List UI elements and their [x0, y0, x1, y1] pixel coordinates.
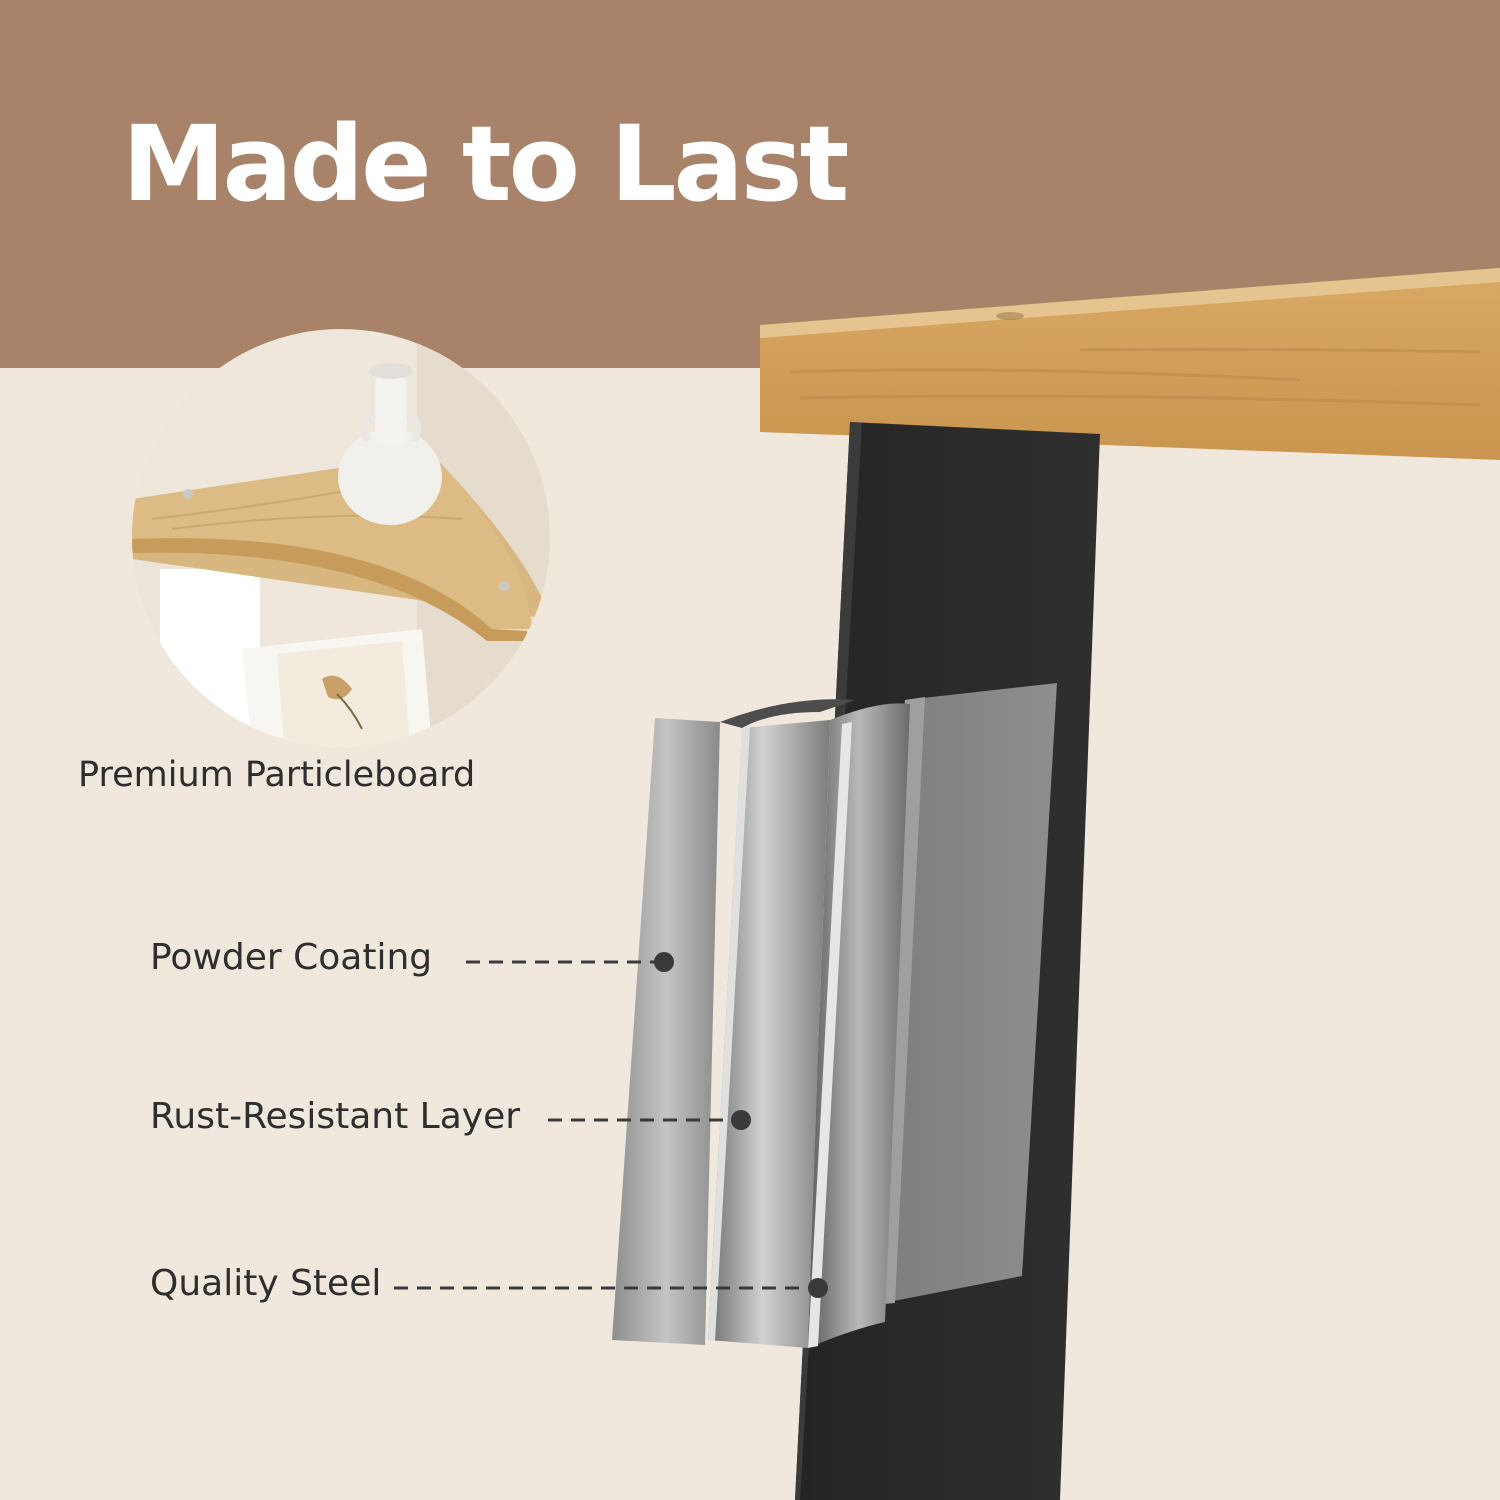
inset-photo-shelf — [132, 329, 550, 747]
steel-layers-cutaway — [612, 683, 1057, 1348]
callout-dot-rust-resistant-layer — [731, 1110, 751, 1130]
inset-caption: Premium Particleboard — [78, 755, 476, 795]
callout-label-powder-coating: Powder Coating — [150, 937, 433, 978]
callout-leaders — [394, 960, 815, 1290]
callout-label-rust-resistant-layer: Rust-Resistant Layer — [150, 1096, 521, 1137]
page-title: Made to Last — [122, 103, 849, 225]
tabletop — [760, 268, 1500, 460]
callout-label-quality-steel: Quality Steel — [150, 1263, 382, 1304]
callout-dot-powder-coating — [654, 952, 674, 972]
callout-dot-quality-steel — [808, 1278, 828, 1298]
